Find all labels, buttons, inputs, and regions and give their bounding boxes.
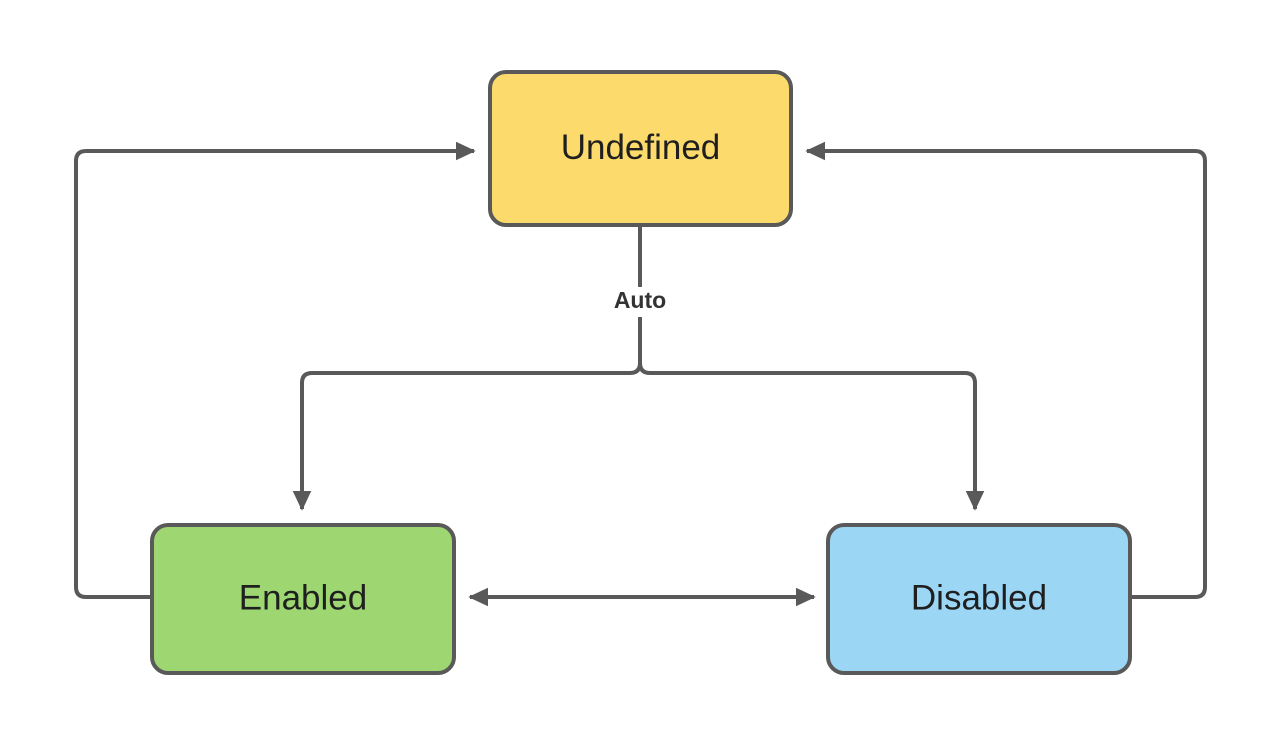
node-undefined-box[interactable] <box>488 70 793 227</box>
edge-undefined-to-disabled <box>638 225 985 511</box>
node-enabled[interactable]: Enabled <box>150 523 456 675</box>
edge-enabled-to-undefined <box>74 141 476 599</box>
edges-layer <box>74 141 1207 607</box>
edge-label-auto-group: Auto <box>588 287 692 317</box>
node-enabled-box[interactable] <box>150 523 456 675</box>
auto-label-backdrop <box>588 287 692 317</box>
node-undefined[interactable]: Undefined <box>488 70 793 227</box>
node-disabled-box[interactable] <box>826 523 1132 675</box>
edge-disabled-to-undefined <box>805 141 1207 599</box>
edge-undefined-to-enabled <box>292 225 642 511</box>
node-disabled[interactable]: Disabled <box>826 523 1132 675</box>
